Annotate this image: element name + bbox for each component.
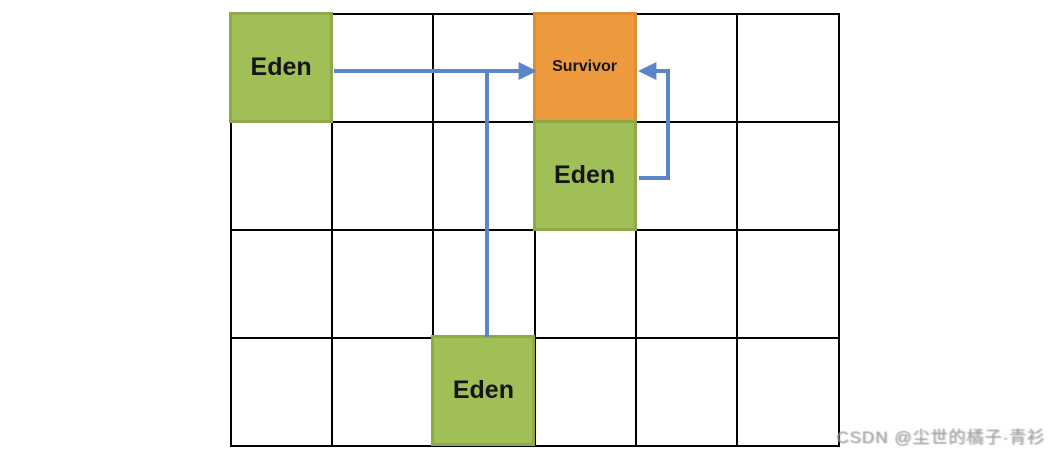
- grid-cell: [635, 229, 738, 338]
- grid-cell: [230, 337, 332, 446]
- grid-cell: [737, 337, 839, 446]
- grid-cell: [230, 229, 332, 338]
- eden-cell: Eden: [532, 119, 637, 231]
- cell-label: Eden: [554, 160, 616, 189]
- grid-cell: [737, 229, 839, 338]
- cell-label: Eden: [250, 52, 312, 81]
- grid-cell: [433, 13, 535, 122]
- grid-cell: [737, 13, 839, 122]
- eden-cell: Eden: [229, 12, 334, 123]
- grid-cell: [635, 121, 738, 230]
- grid-cell: [433, 121, 535, 230]
- grid-cell: [635, 337, 738, 446]
- grid-cell: [331, 229, 434, 338]
- grid-cell: [534, 229, 636, 338]
- grid-cell: [331, 13, 434, 122]
- grid-cell: [433, 229, 535, 338]
- eden-cell: Eden: [431, 335, 536, 446]
- grid-cell: [737, 121, 839, 230]
- grid-cell: [230, 121, 332, 230]
- grid-cell: [331, 121, 434, 230]
- cell-label: Eden: [452, 376, 514, 405]
- grid-cell: [331, 337, 434, 446]
- grid-cell: [534, 337, 636, 446]
- survivor-cell: Survivor: [532, 12, 637, 123]
- cell-label: Survivor: [552, 58, 618, 76]
- grid-cell: [635, 13, 738, 122]
- watermark: CSDN @尘世的橘子·青衫: [836, 428, 1045, 447]
